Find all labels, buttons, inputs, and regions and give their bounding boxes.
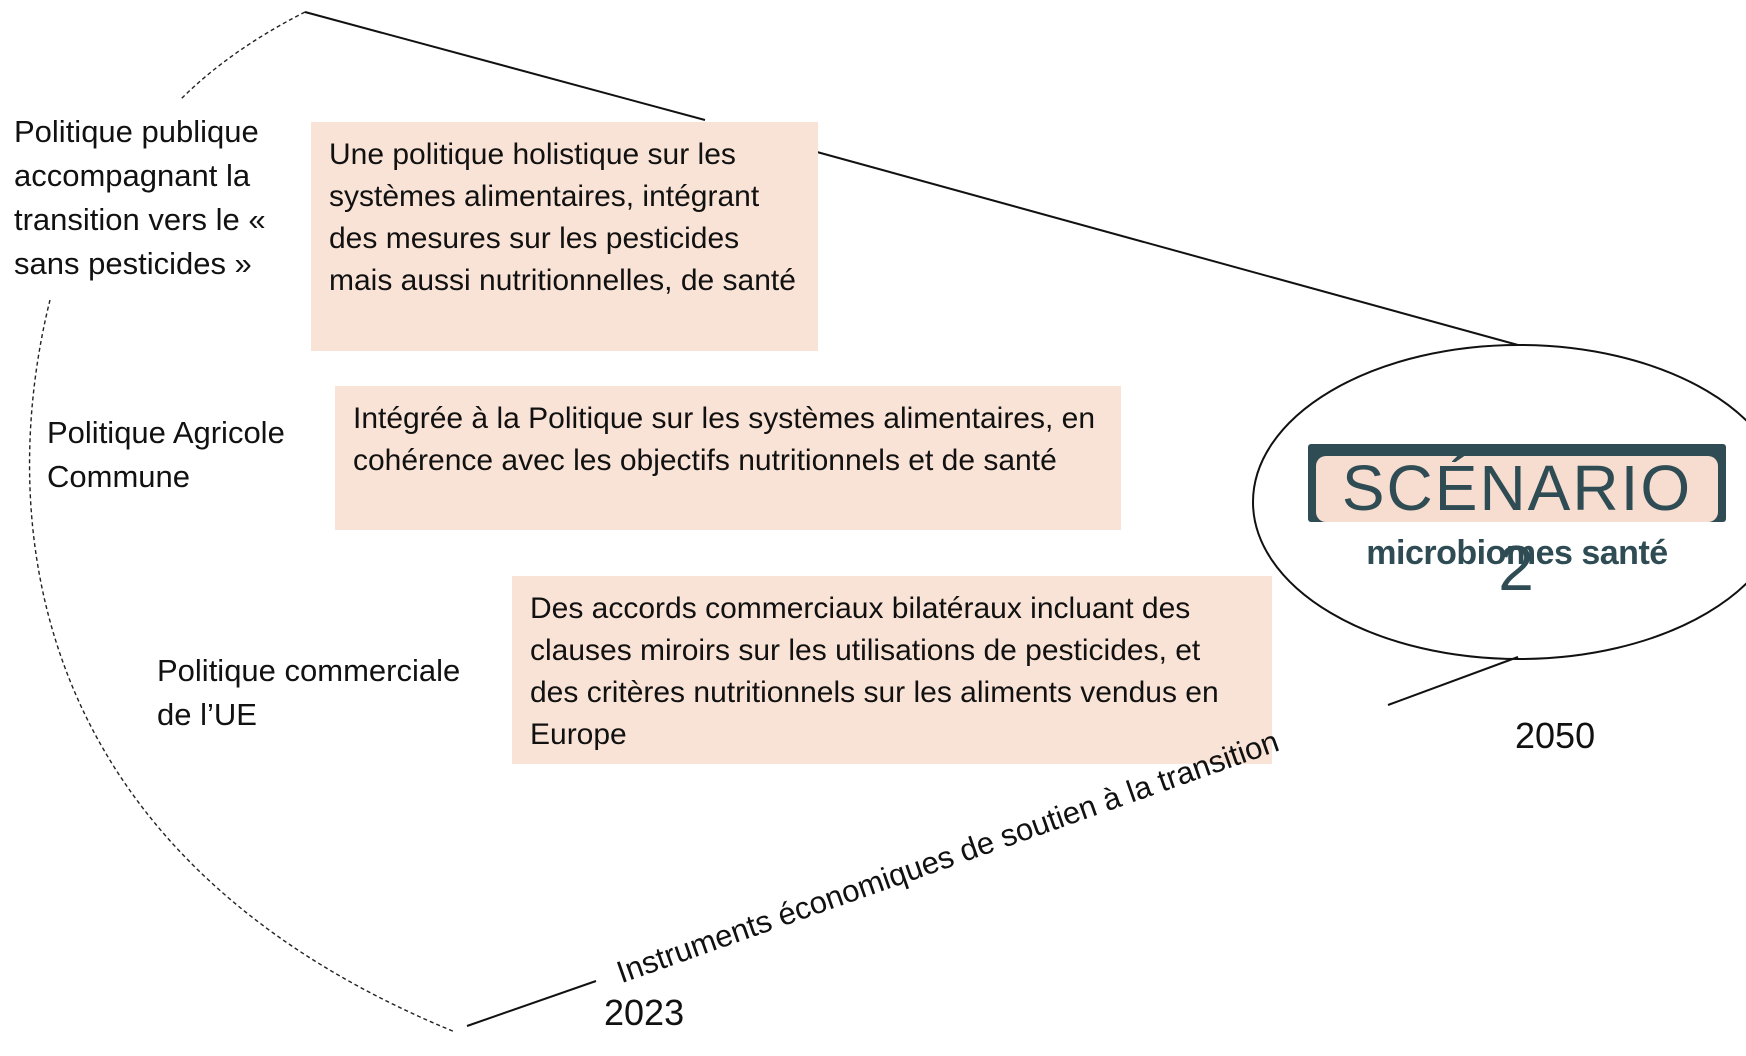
bottom-line-b bbox=[1387, 656, 1519, 706]
top-line-a bbox=[304, 11, 706, 121]
top-line-b bbox=[816, 151, 1519, 346]
box-commerciale: Des accords commerciaux bilatéraux inclu… bbox=[512, 576, 1272, 764]
year-start: 2023 bbox=[604, 992, 685, 1033]
label-commerciale: Politique commerciale de l’UE bbox=[157, 653, 461, 732]
box-holistique: Une politique holistique sur les système… bbox=[311, 122, 818, 351]
label-pac: Politique Agricole Commune bbox=[47, 415, 285, 494]
label-politique-publique: Politique publique accompagnant la trans… bbox=[14, 114, 266, 281]
logo-subtitle: microbiomes santé bbox=[1366, 534, 1668, 572]
scenario-logo: SCÉNARIO 2 microbiomes santé bbox=[1308, 444, 1726, 604]
logo-band bbox=[1316, 456, 1718, 522]
box-pac: Intégrée à la Politique sur les systèmes… bbox=[335, 386, 1121, 530]
left-arc-main bbox=[28, 299, 456, 1033]
logo-title: SCÉNARIO 2 bbox=[1341, 452, 1693, 604]
scenario-ellipse bbox=[1252, 344, 1746, 660]
bottom-line-a bbox=[466, 980, 597, 1027]
left-arc-top bbox=[179, 11, 306, 101]
year-end: 2050 bbox=[1515, 715, 1596, 756]
